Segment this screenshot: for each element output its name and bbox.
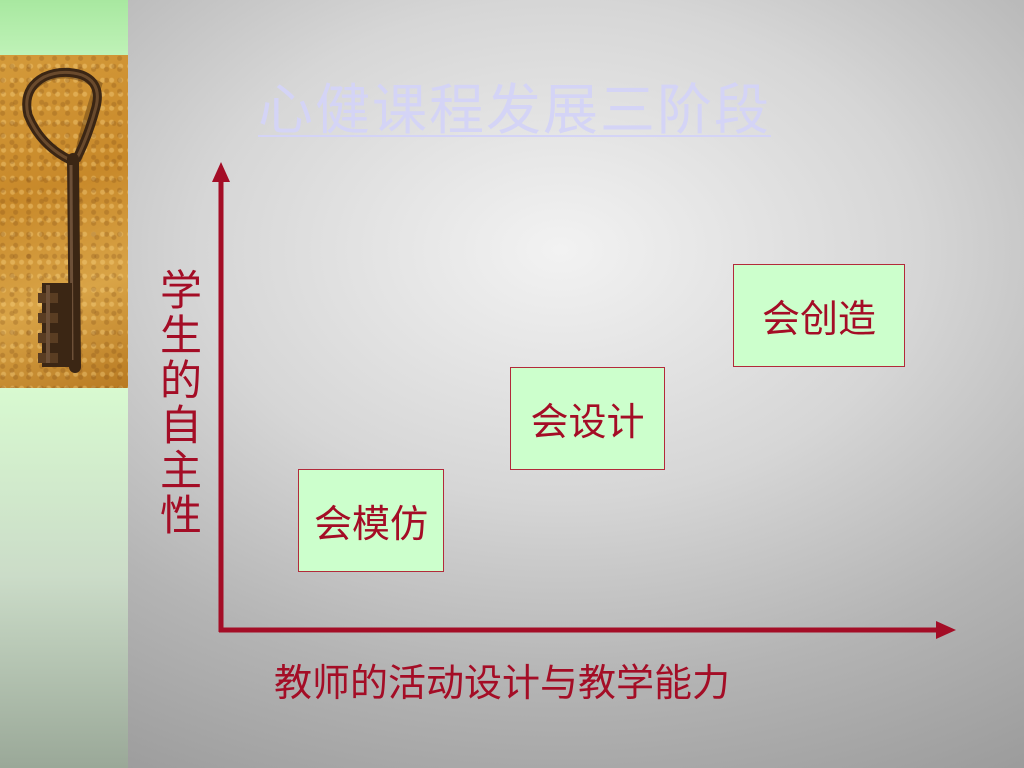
stage-box-imitate: 会模仿 <box>298 469 444 572</box>
y-axis-label: 学生的自主性 <box>159 266 202 540</box>
x-axis-label: 教师的活动设计与教学能力 <box>274 661 731 705</box>
key-photo <box>0 55 128 388</box>
key-icon <box>22 67 103 373</box>
stage-box-create: 会创造 <box>733 264 905 367</box>
x-axis-arrowhead <box>936 621 956 639</box>
stage-box-design: 会设计 <box>510 367 665 470</box>
y-axis-arrowhead <box>212 162 230 182</box>
slide-title: 心健课程发展三阶段 <box>258 78 772 142</box>
